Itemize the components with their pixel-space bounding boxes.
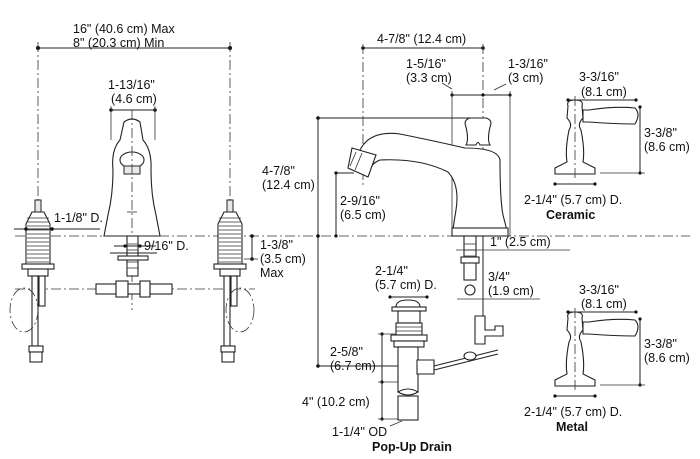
spout-hole-dimension <box>114 244 156 248</box>
spout-back-label-in: 1-3/16" <box>508 57 548 71</box>
supply-loop <box>9 287 39 333</box>
spout-front-label-cm: (3.3 cm) <box>406 71 452 85</box>
spout-width-label-in: 1-13/16" <box>108 78 155 92</box>
metal-width-label-in: 3-3/16" <box>579 283 619 297</box>
spout-front <box>95 110 173 310</box>
deck-thickness-label-cm: (3.5 cm) <box>260 252 306 266</box>
deck-thickness-label-max: Max <box>260 266 284 280</box>
metal-handle <box>553 308 645 398</box>
spread-min-label: 8" (20.3 cm) Min <box>73 36 165 50</box>
shank-label-2-cm: (1.9 cm) <box>488 284 534 298</box>
shank-label-2-in: 3/4" <box>488 270 510 284</box>
ceramic-width-label-cm: (8.1 cm) <box>581 85 627 99</box>
ceramic-title: Ceramic <box>546 208 596 222</box>
drain-depth-label-in: 2-5/8" <box>330 345 363 359</box>
spout-hole-label: 9/16" D. <box>144 239 189 253</box>
ceramic-height-label-in: 3-3/8" <box>644 126 677 140</box>
valve-bodies <box>9 199 255 363</box>
metal-title: Metal <box>556 420 588 434</box>
spread-max-label: 16" (40.6 cm) Max <box>73 22 175 36</box>
ceramic-width-label-in: 3-3/16" <box>579 70 619 84</box>
spout-height-label-in: 4-7/8" <box>262 164 295 178</box>
drain-title: Pop-Up Drain <box>372 440 452 454</box>
handle-drawings <box>553 96 645 398</box>
supply-loop <box>225 287 255 333</box>
valve-right <box>213 199 255 363</box>
ceramic-base-label: 2-1/4" (5.7 cm) D. <box>524 193 623 207</box>
spout-reach-label: 4-7/8" (12.4 cm) <box>377 32 467 46</box>
metal-base-label: 2-1/4" (5.7 cm) D. <box>524 405 623 419</box>
drain-top-label-in: 2-1/4" <box>375 264 408 278</box>
spout-clearance-label-cm: (6.5 cm) <box>340 208 386 222</box>
deck-thickness-label-in: 1-3/8" <box>260 238 293 252</box>
shank-label-1: 1" (2.5 cm) <box>490 235 551 249</box>
valve-left <box>9 199 55 363</box>
drain-top-label-cm: (5.7 cm) D. <box>375 278 437 292</box>
spout-back-label-cm: (3 cm) <box>508 71 544 85</box>
drain-tail-label: 4" (10.2 cm) <box>302 395 370 409</box>
spout-clearance-label-in: 2-9/16" <box>340 194 380 208</box>
metal-height-label-in: 3-3/8" <box>644 337 677 351</box>
ceramic-height-label-cm: (8.6 cm) <box>644 140 690 154</box>
metal-width-label-cm: (8.1 cm) <box>581 297 627 311</box>
spout-width-label-cm: (4.6 cm) <box>111 92 157 106</box>
spout-front-label-in: 1-5/16" <box>406 57 446 71</box>
ceramic-handle <box>553 96 645 186</box>
drain-depth-label-cm: (6.7 cm) <box>330 359 376 373</box>
spout-side <box>316 44 570 368</box>
drain-od-label: 1-1/4" OD <box>332 425 388 439</box>
spout-height-label-cm: (12.4 cm) <box>262 178 315 192</box>
pop-up-drain <box>378 295 499 427</box>
valve-hole-label: 1-1/8" D. <box>54 211 103 225</box>
deck-thickness-dimension <box>244 234 258 261</box>
spout-width-dimension <box>109 106 157 140</box>
metal-height-label-cm: (8.6 cm) <box>644 351 690 365</box>
valve-hole-dimension <box>14 227 100 231</box>
